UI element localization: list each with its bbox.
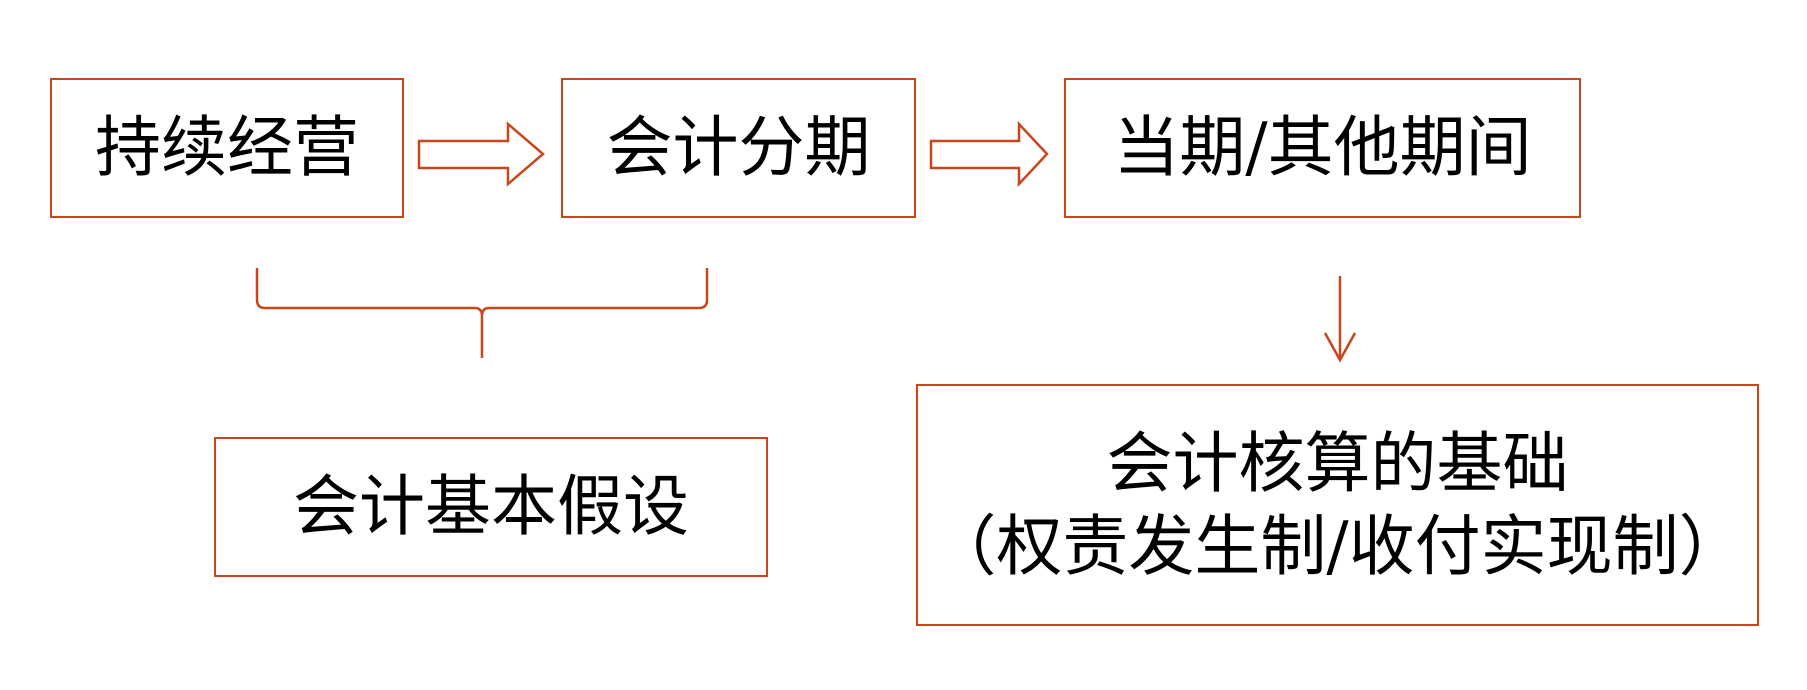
node-current-other-period: 当期/其他期间: [1064, 78, 1581, 218]
block-arrow-2: [929, 120, 1049, 188]
grouping-brace: [255, 268, 709, 358]
block-arrow-1: [417, 121, 545, 187]
node-going-concern-label: 持续经营: [95, 109, 359, 186]
node-basic-assumptions: 会计基本假设: [214, 437, 768, 577]
node-accounting-basis-line2: （权责发生制/收付实现制）: [930, 508, 1745, 585]
node-accounting-basis: 会计核算的基础 （权责发生制/收付实现制）: [916, 384, 1759, 626]
down-arrow-head: [1323, 332, 1357, 363]
node-accounting-basis-line1: 会计核算的基础: [1106, 424, 1569, 502]
node-current-other-period-label: 当期/其他期间: [1113, 109, 1532, 186]
node-basic-assumptions-label: 会计基本假设: [293, 468, 689, 545]
node-accounting-period-label: 会计分期: [606, 109, 871, 186]
node-going-concern: 持续经营: [50, 78, 404, 218]
node-accounting-period: 会计分期: [561, 78, 916, 218]
